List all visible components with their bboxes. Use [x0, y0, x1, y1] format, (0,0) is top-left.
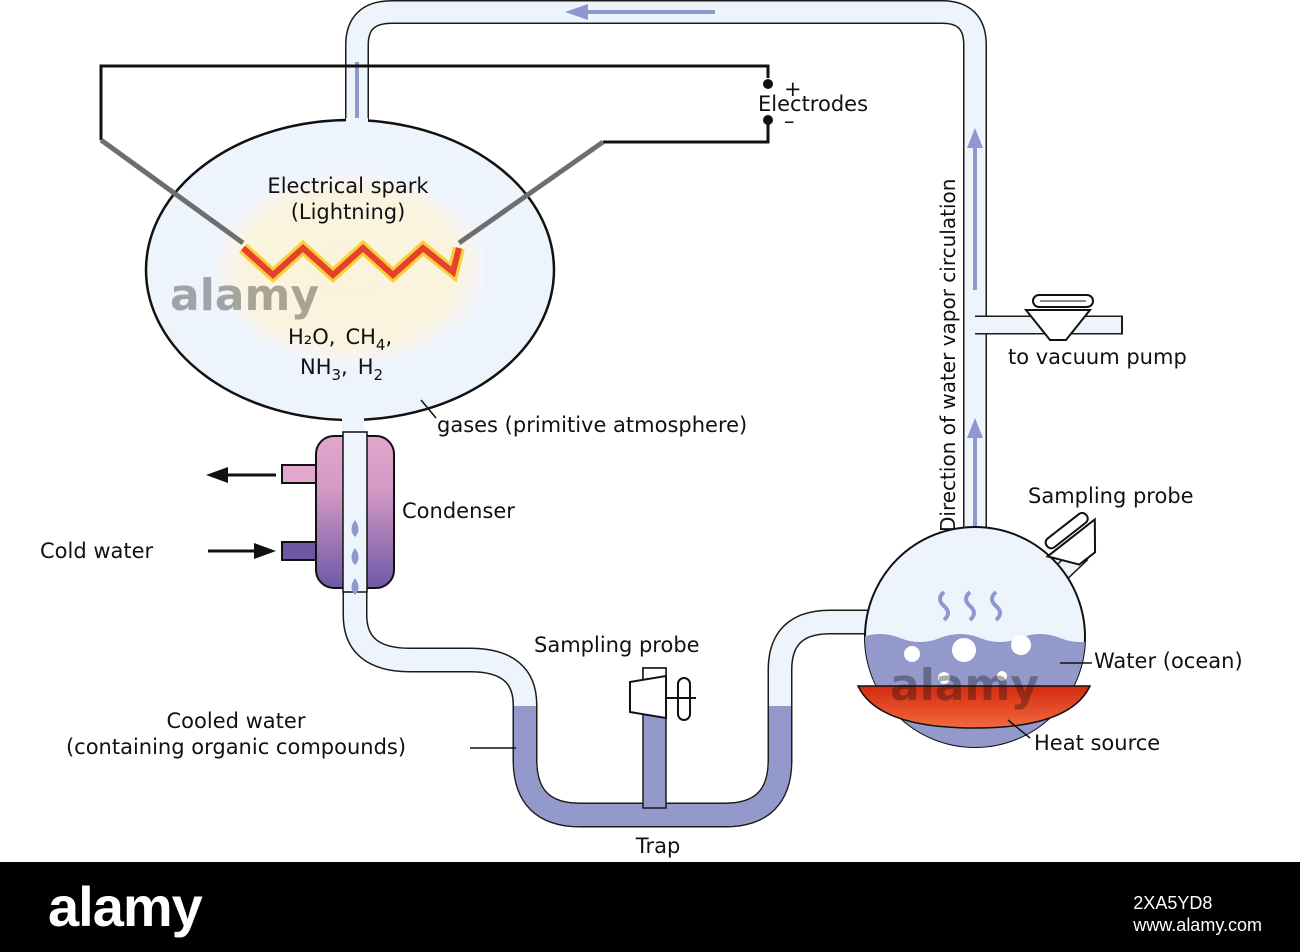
- formula-h2o: H₂O: [288, 325, 329, 349]
- water-ocean-label: Water (ocean): [1094, 649, 1243, 673]
- water-out-arrow: [206, 467, 228, 483]
- cold-water-label: Cold water: [40, 539, 154, 563]
- electrodes-label: Electrodes: [758, 92, 868, 116]
- formula-ch4-base: CH: [345, 325, 375, 349]
- formula-nh3-base: NH: [300, 355, 332, 379]
- gases-label: gases (primitive atmosphere): [437, 413, 747, 437]
- circulation-label: Direction of water vapor circulation: [936, 179, 960, 532]
- formula-comma: ,: [329, 325, 336, 349]
- electrode-wires: + – Electrodes: [99, 64, 868, 144]
- site-url: www.alamy.com: [1133, 915, 1262, 935]
- sampling-probe-bottom-label: Sampling probe: [534, 633, 700, 657]
- watermark-overlay-right: alamy: [890, 660, 1039, 711]
- heat-source: [856, 685, 1092, 729]
- condenser-label: Condenser: [402, 499, 515, 523]
- trap-sampling-stopcock: [629, 667, 696, 721]
- formula-nh3-sub: 3: [332, 366, 342, 384]
- cooled-water-label-line2: (containing organic compounds): [66, 735, 406, 759]
- left-electrode-rod: [99, 137, 245, 246]
- sampling-probe-right-label: Sampling probe: [1028, 484, 1194, 508]
- cooled-water-label-line1: Cooled water: [167, 709, 306, 733]
- svg-text:H₂O,CH4,: H₂O, CH4,: [288, 325, 392, 354]
- formula-h2-sub: 2: [374, 366, 384, 384]
- formula-ch4-sub: 4: [376, 336, 386, 354]
- gas-flask: [144, 118, 556, 442]
- watermark-footer: alamy 2XA5YD8 www.alamy.com: [0, 862, 1300, 952]
- vacuum-stopcock: [1023, 294, 1094, 341]
- formula-comma-2: ,: [385, 325, 392, 349]
- flask-sampling-stopcock: [1044, 511, 1097, 566]
- image-id: 2XA5YD8: [1133, 893, 1213, 913]
- spark-label-line1: Electrical spark: [267, 174, 429, 198]
- right-electrode-rod: [457, 139, 605, 246]
- trap-label: Trap: [635, 834, 681, 858]
- electrode-plus-sign: +: [784, 77, 802, 101]
- formula-h2-base: H: [358, 355, 374, 379]
- spark-label-line2: (Lightning): [291, 200, 406, 224]
- image-id-block: 2XA5YD8 www.alamy.com: [1133, 892, 1262, 936]
- cold-water-in-arrow: [254, 543, 276, 559]
- watermark-overlay-left: alamy: [170, 270, 319, 321]
- svg-text:NH3,H2: NH3, H2: [300, 355, 383, 384]
- miller-urey-diagram: + – Electrodes Electrical spark (Lightni…: [40, 0, 1243, 858]
- vacuum-pump-label: to vacuum pump: [1008, 345, 1187, 369]
- heat-source-label: Heat source: [1034, 731, 1160, 755]
- electrode-minus-sign: –: [784, 109, 795, 133]
- spark-glow: [215, 173, 485, 363]
- alamy-logo: alamy: [48, 875, 203, 938]
- condenser: [281, 431, 395, 595]
- formula-comma-3: ,: [341, 355, 348, 379]
- lightning-spark: [238, 239, 465, 284]
- gas-formulas: H₂O, CH4, NH3, H2: [288, 325, 392, 384]
